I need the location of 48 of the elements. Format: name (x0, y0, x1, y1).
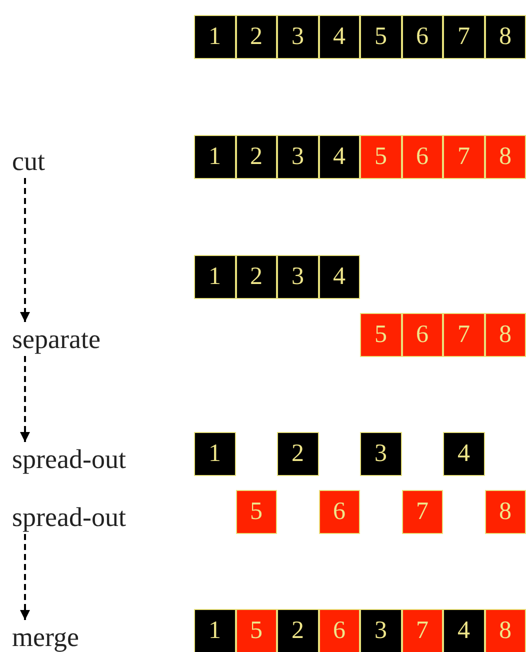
number-card: 6 (318, 490, 360, 534)
step-label: spread-out (12, 502, 126, 532)
number-card: 7 (402, 490, 443, 534)
number-card: 4 (443, 432, 484, 476)
number-card: 2 (277, 432, 318, 476)
number-card: 7 (443, 313, 484, 357)
step-label: separate (12, 324, 100, 354)
number-card: 5 (360, 313, 402, 357)
dashed-arrow (20, 534, 30, 620)
step-label: merge (12, 622, 79, 652)
number-card: 8 (484, 609, 526, 652)
dashed-arrow (20, 178, 30, 322)
number-card: 1 (194, 135, 236, 179)
number-card: 3 (277, 255, 318, 299)
number-card: 8 (484, 490, 526, 534)
number-card: 6 (402, 313, 443, 357)
number-card: 8 (484, 313, 526, 357)
dashed-arrow (20, 356, 30, 442)
number-card: 1 (194, 255, 236, 299)
number-card: 6 (402, 135, 443, 179)
number-card: 5 (360, 15, 402, 59)
number-card: 4 (318, 135, 360, 179)
number-card: 5 (236, 609, 277, 652)
number-card: 1 (194, 15, 236, 59)
number-card: 2 (236, 135, 277, 179)
number-card: 6 (318, 609, 360, 652)
number-card: 2 (277, 609, 318, 652)
number-card: 1 (194, 432, 236, 476)
number-card: 7 (443, 135, 484, 179)
number-card: 1 (194, 609, 236, 652)
number-card: 6 (402, 15, 443, 59)
number-card: 7 (443, 15, 484, 59)
number-card: 2 (236, 15, 277, 59)
number-card: 4 (318, 255, 360, 299)
number-card: 3 (277, 135, 318, 179)
number-card: 8 (484, 15, 526, 59)
number-card: 2 (236, 255, 277, 299)
number-card: 8 (484, 135, 526, 179)
number-card: 3 (360, 609, 402, 652)
number-card: 4 (443, 609, 484, 652)
number-card: 3 (360, 432, 402, 476)
number-card: 5 (236, 490, 277, 534)
number-card: 7 (402, 609, 443, 652)
step-label: spread-out (12, 444, 126, 474)
number-card: 5 (360, 135, 402, 179)
number-card: 4 (318, 15, 360, 59)
step-label: cut (12, 146, 45, 176)
number-card: 3 (277, 15, 318, 59)
